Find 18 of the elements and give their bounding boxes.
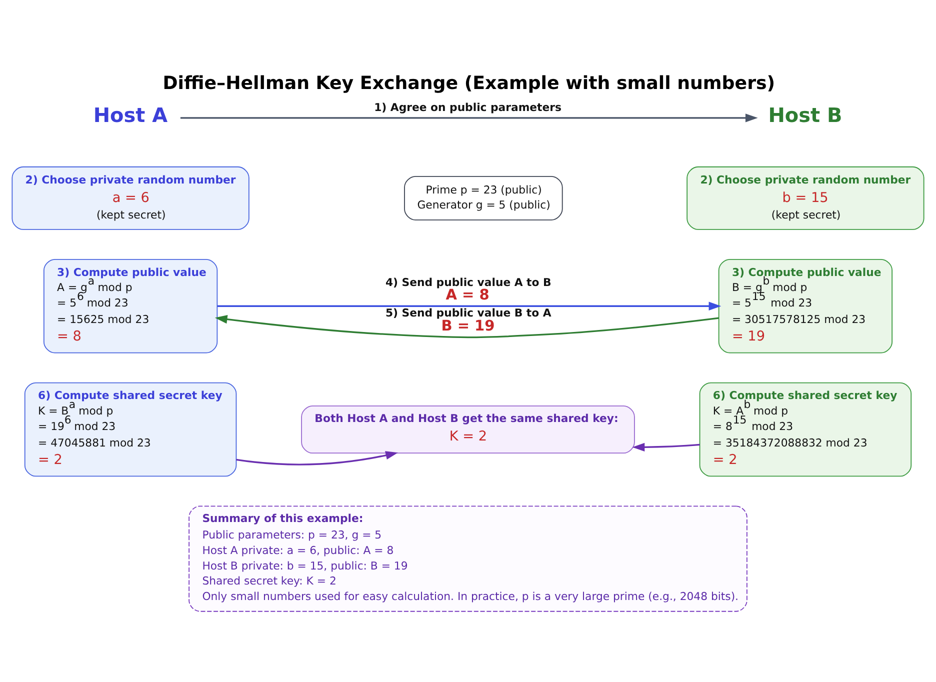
node-box: Summary of this example: Public parameters: p = 23, g = 5 Host A private: a = 6, public: A = 8 Host B private: b = 15, public: B = 19 Shared secret key: K = 2 Only small numbers used for easy calculation. In practice, p is a very large prime (e.g., 2048 bits). [188,505,748,612]
diagram-title: Diffie–Hellman Key Exchange (Example with small numbers) [162,72,776,94]
node-box: 2) Choose private random number a = 6 (kept secret) [12,166,250,230]
arrow [632,442,700,451]
label: B = 19 [441,318,495,334]
edge-label: 4) Send public value A to B [385,275,552,288]
node-text: Host B [768,102,842,127]
label: A = 8 [446,287,490,304]
node-box: Both Host A and Host B get the same shared key: K = 2 [301,404,635,454]
edge-label: 5) Send public value B to A [385,306,552,320]
arrow [180,113,758,122]
node-box: 2) Choose private random number b = 15 (kept secret) [686,166,924,230]
node-box: Prime p = 23 (public) Generator g = 5 (public) [404,175,563,220]
node-text: Host A [93,102,168,127]
arrow [236,450,398,465]
edge-label: 1) Agree on public parameters [374,100,562,114]
arrow [217,301,722,310]
arrow [214,314,719,338]
